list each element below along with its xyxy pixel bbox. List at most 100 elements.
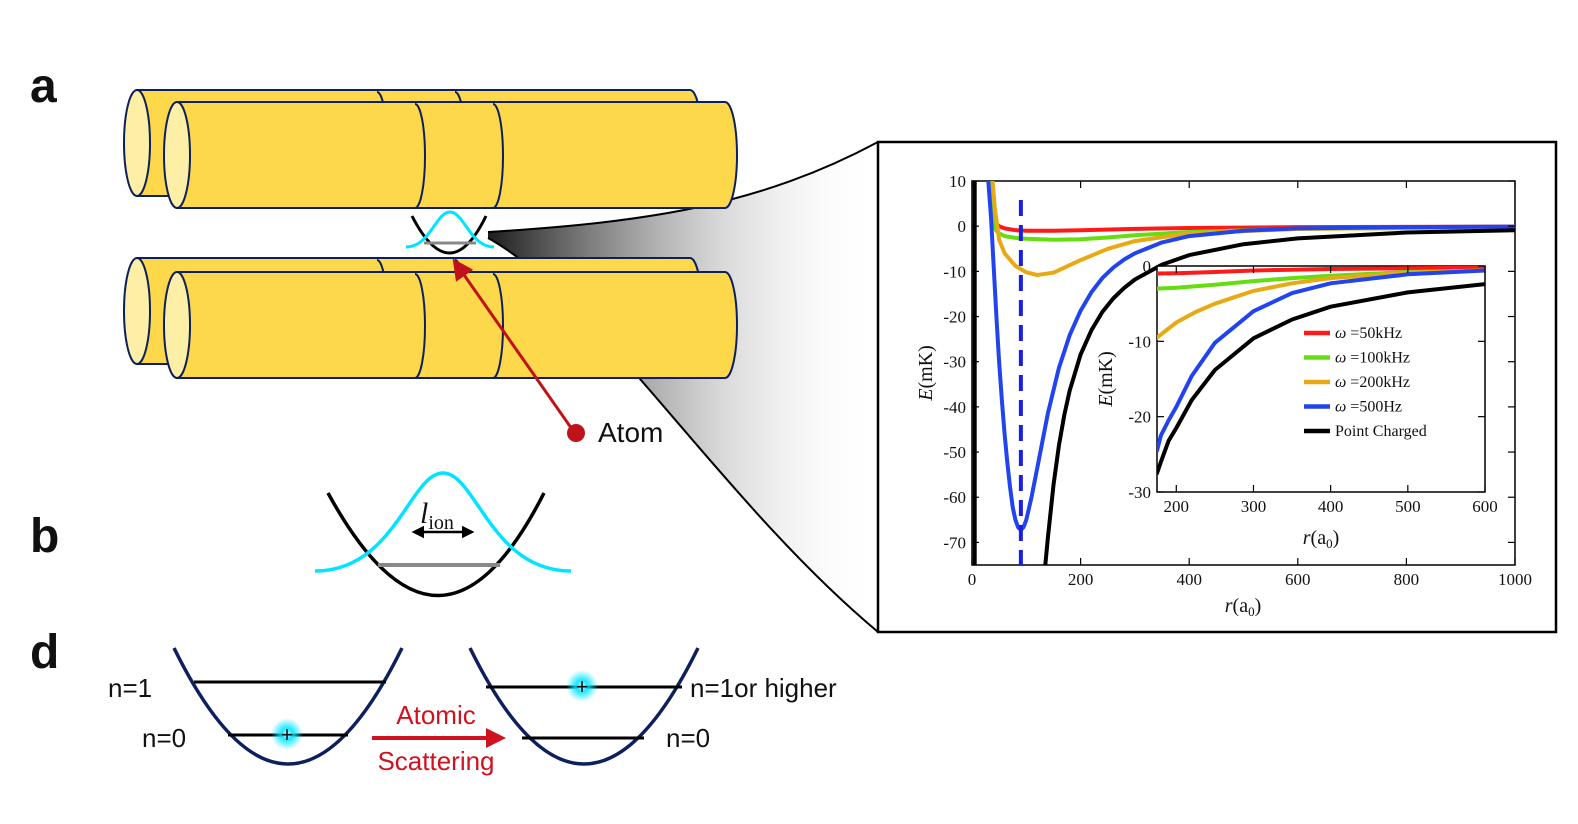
inset-x-axis-sub: 0 [1326,536,1333,551]
inset-x-tick-label: 500 [1395,497,1421,516]
legend-label-4: Point Charged [1335,423,1427,440]
main-series-line-5 [1043,228,1515,565]
inset-y-axis-label: E(mK) [1095,351,1117,408]
legend-label-2: ω =200kHz [1335,374,1410,391]
legend-label-text: =200kHz [1346,374,1410,391]
legend-label-1: ω =100kHz [1335,350,1410,367]
main-y-axis-unit: (mK) [915,345,937,388]
main-x-axis-sub: 0 [1248,604,1255,619]
main-x-axis-label: r(a0) [1225,595,1262,619]
right-ion-plus: + [576,674,589,699]
main-y-tick-label: -70 [943,533,966,552]
panel-d: n=1 n=0 + n=1or higher n=0 + Atomic Scat… [108,647,837,776]
panel-d-letter: d [30,626,59,679]
right-label-n1: n=1or higher [690,673,837,703]
inset-y-axis-unit: (mK) [1095,351,1117,394]
inset-y-axis-var: E [1095,395,1117,408]
inset-y-tick-label: 0 [1143,257,1152,276]
legend-label-symbol: ω [1335,399,1346,416]
inset-x-tick-label: 400 [1318,497,1344,516]
atom-label: Atom [598,417,663,448]
ion-width-label-sub: ion [428,512,454,534]
main-y-axis-var: E [915,389,937,402]
zoom-cone [488,142,878,632]
main-y-axis-label: E(mK) [915,345,937,402]
ion-width-label: lion [420,497,454,534]
legend-label-text: =100kHz [1346,350,1410,367]
atom-arrow [452,258,576,433]
left-well [172,647,404,766]
inset-x-axis-close: ) [1333,527,1340,549]
right-ion-glow [566,670,598,702]
legend-label-3: ω =500Hz [1335,399,1402,416]
trap-potential-mini [410,215,488,255]
main-series-line-3 [986,181,1515,532]
panel-b: lion [314,471,572,598]
left-label-n1: n=1 [108,673,152,703]
main-y-tick-label: -40 [943,398,966,417]
left-ion-plus: + [281,722,294,747]
main-y-tick-label: -10 [943,262,966,281]
inset-x-ticks: 200 300 400 500 600 [1164,266,1498,516]
inset-x-axis-label: r(a0) [1303,527,1340,551]
main-x-tick-label: 600 [1285,570,1311,589]
electrode-group [123,89,738,379]
main-y-tick-label: -30 [943,353,966,372]
scattering-label-bottom: Scattering [377,746,494,776]
main-x-tick-label: 1000 [1498,570,1532,589]
inset-y-ticks: 0 -10 -20 -30 [1128,257,1485,502]
electrode-rod-front-lower [163,271,738,379]
main-y-tick-label: -50 [943,443,966,462]
inset-series-line-2 [1157,268,1485,340]
main-x-tick-label: 800 [1394,570,1420,589]
main-x-tick-label: 0 [968,570,977,589]
main-x-axis-close: ) [1255,595,1262,617]
main-x-axis-var: r [1225,595,1233,617]
legend-label-symbol: ω [1335,350,1346,367]
panel-a-letter: a [30,60,57,113]
legend-label-text: =500Hz [1346,399,1402,416]
main-y-tick-label: 0 [958,217,967,236]
inset-x-tick-label: 600 [1472,497,1498,516]
inset-x-tick-label: 200 [1164,497,1190,516]
ion-plus-mini: + [446,223,454,239]
legend-label-symbol: ω [1335,374,1346,391]
ion-wavefunction-mini [405,210,495,249]
main-x-tick-label: 400 [1176,570,1202,589]
legend-label-text: Point Charged [1335,423,1427,440]
main-y-tick-label: 10 [949,172,966,191]
atom-dot [567,424,585,442]
panel-b-letter: b [30,510,59,563]
electrode-rod-front-upper [163,101,738,209]
inset-x-axis-unit: (a [1311,527,1327,549]
trap-miniature: + [405,210,495,255]
inset-y-tick-label: -10 [1128,332,1151,351]
main-x-axis-unit: (a [1233,595,1249,617]
main-x-ticks: 0 200 400 600 800 1000 [968,181,1532,589]
ion-wavefunction [314,471,572,573]
inset-x-tick-label: 300 [1241,497,1267,516]
inset-y-tick-label: -20 [1128,408,1151,427]
scattering-label-top: Atomic [396,700,475,730]
ion-width-label-main: l [420,497,428,530]
inset-plot-area [1156,265,1486,493]
main-y-ticks: 10 0 -10 -20 -30 -40 -50 -60 -70 [943,172,1515,552]
left-label-n0: n=0 [142,723,186,753]
right-label-n0: n=0 [666,723,710,753]
legend-label-0: ω =50kHz [1335,325,1402,342]
inset-y-tick-label: -30 [1128,483,1151,502]
inset-x-axis-var: r [1303,527,1311,549]
right-well [468,647,700,766]
main-x-tick-label: 200 [1068,570,1094,589]
main-y-tick-label: -20 [943,308,966,327]
trap-potential-curve [326,492,546,598]
legend-label-symbol: ω [1335,325,1346,342]
inset-series-line-4 [1157,282,1485,476]
main-series-line-2 [990,181,1515,277]
main-series-line-1 [987,181,1515,242]
left-ion-glow [271,718,303,750]
main-y-tick-label: -60 [943,488,966,507]
